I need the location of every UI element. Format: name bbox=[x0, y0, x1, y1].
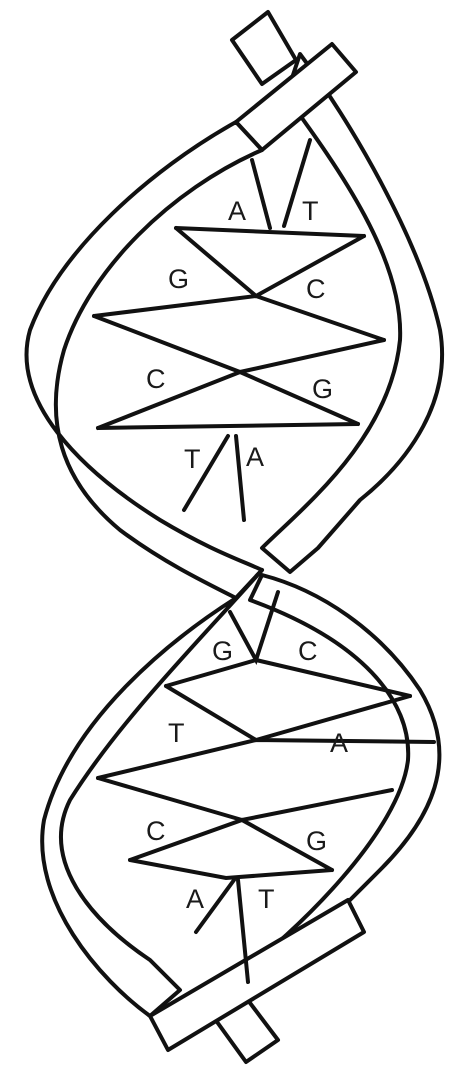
base-label-pair1-right: T bbox=[302, 196, 319, 226]
base-label-pair6-right: A bbox=[330, 728, 348, 758]
base-label-pair2-left: G bbox=[168, 264, 189, 294]
base-label-pair7-right: G bbox=[306, 826, 327, 856]
rung-12 bbox=[98, 778, 392, 820]
base-label-pair5-left: G bbox=[212, 636, 233, 666]
base-label-pair3-left: C bbox=[146, 364, 166, 394]
front-strand-upper-curve bbox=[27, 122, 262, 598]
base-label-pair1-left: A bbox=[228, 196, 246, 226]
rung-2 bbox=[176, 228, 364, 296]
rung-14 bbox=[130, 860, 332, 878]
base-label-pair7-left: C bbox=[146, 816, 166, 846]
back-strand bbox=[212, 12, 442, 1062]
rung-6 bbox=[98, 424, 358, 428]
base-label-pair8-left: A bbox=[186, 884, 204, 914]
back-strand-top-end bbox=[232, 12, 296, 84]
rung-10 bbox=[166, 686, 410, 740]
base-label-pair3-right: G bbox=[312, 374, 333, 404]
back-strand-upper-segment bbox=[262, 54, 442, 572]
base-label-pair6-left: T bbox=[168, 718, 185, 748]
base-label-pair4-right: A bbox=[246, 442, 264, 472]
base-label-pair8-right: T bbox=[258, 884, 275, 914]
base-label-pair5-right: C bbox=[298, 636, 318, 666]
base-label-pair2-right: C bbox=[306, 274, 326, 304]
rung-11 bbox=[98, 740, 434, 778]
base-label-pair4-left: T bbox=[184, 444, 201, 474]
